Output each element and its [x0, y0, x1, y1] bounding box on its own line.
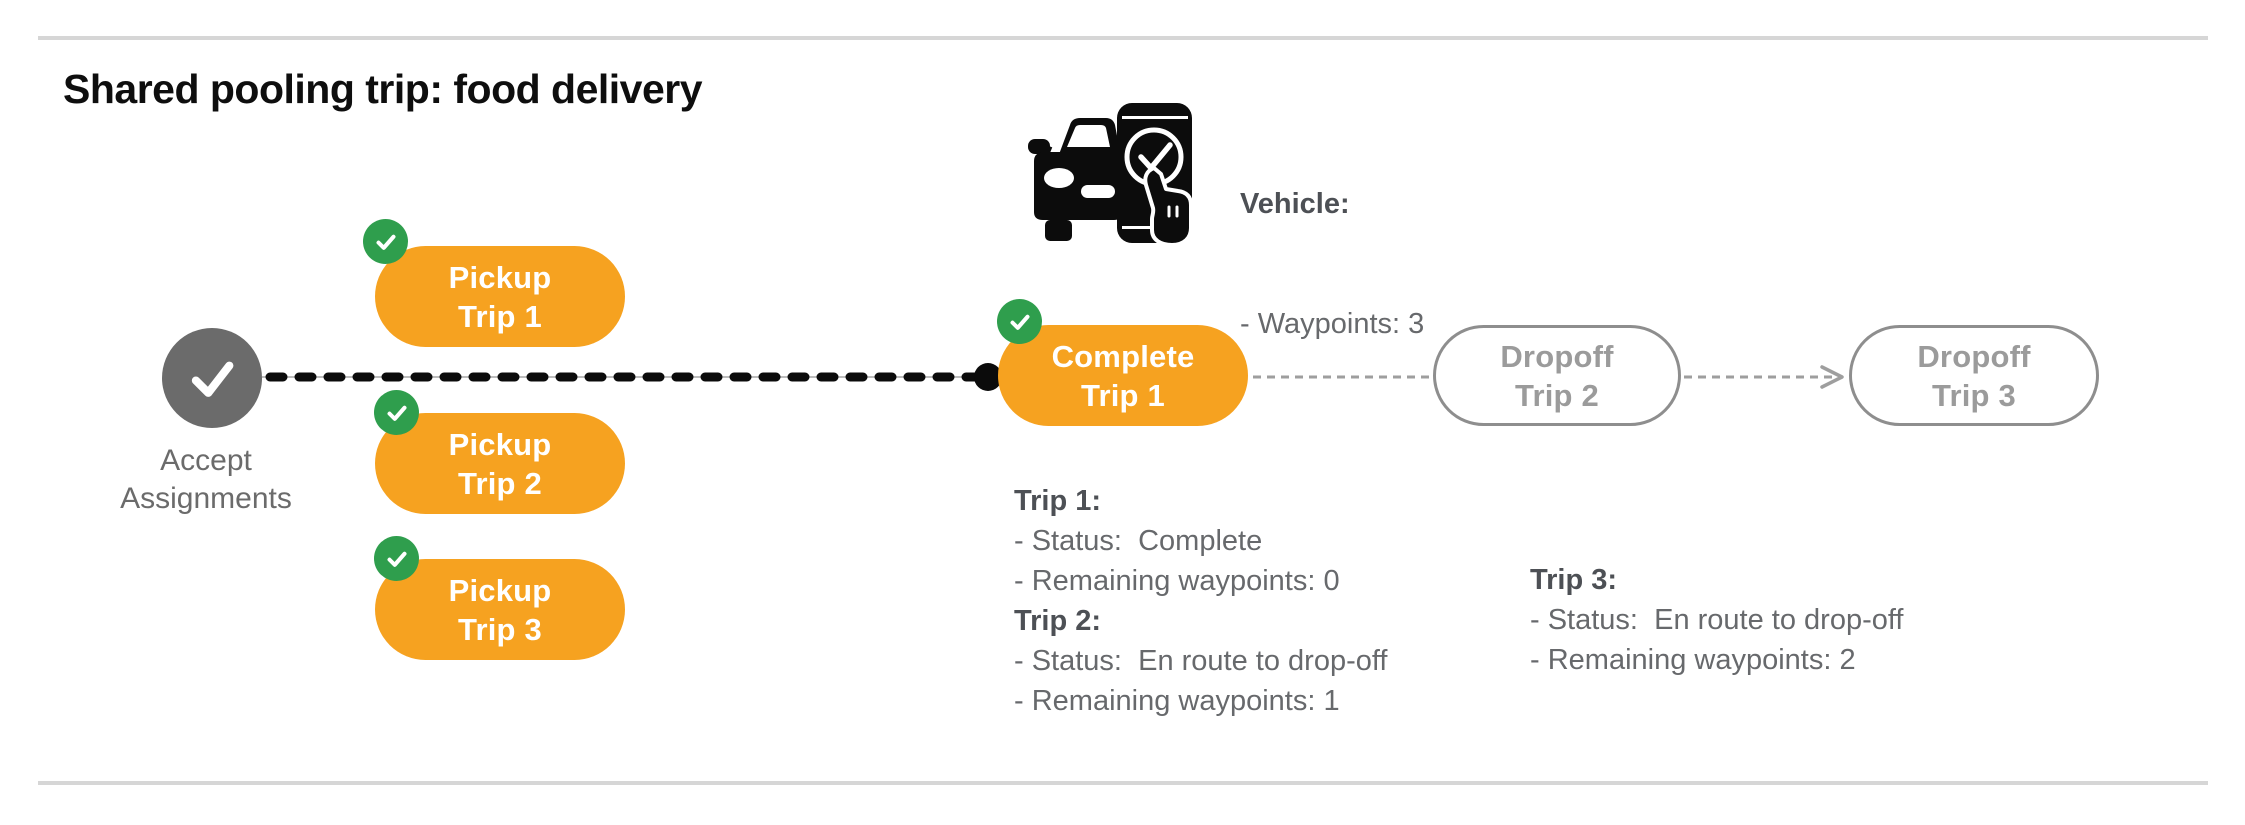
pickup-trip-3-node: Pickup Trip 3	[375, 559, 625, 660]
trip-2-status: - Status: En route to drop-off	[1014, 645, 1388, 677]
pickup-trip-1-node: Pickup Trip 1	[375, 246, 625, 347]
pickup-trip-2-node: Pickup Trip 2	[375, 413, 625, 514]
top-divider	[38, 36, 2208, 40]
check-badge-icon	[374, 390, 419, 435]
trip-2-waypoints: - Remaining waypoints: 1	[1014, 685, 1340, 717]
check-badge-icon	[374, 536, 419, 581]
complete-trip-1-node: Complete Trip 1	[998, 325, 1248, 426]
check-badge-icon	[997, 299, 1042, 344]
trip-3-status: - Status: En route to drop-off	[1530, 604, 1904, 636]
trip-1-waypoints: - Remaining waypoints: 0	[1014, 565, 1340, 597]
trip-1-2-status-block: Trip 1: - Status: Complete - Remaining w…	[1014, 481, 1387, 721]
trip-3-waypoints: - Remaining waypoints: 2	[1530, 644, 1856, 676]
trip-1-status: - Status: Complete	[1014, 525, 1263, 557]
bottom-divider	[38, 781, 2208, 785]
trip-3-status-block: Trip 3: - Status: En route to drop-off -…	[1530, 560, 1903, 680]
vehicle-waypoints: - Waypoints: 3	[1240, 308, 1425, 340]
page-title: Shared pooling trip: food delivery	[63, 66, 703, 112]
arrowhead-icon	[1820, 365, 1844, 389]
dropoff-trip-2-node: Dropoff Trip 2	[1433, 325, 1681, 426]
check-badge-icon	[363, 219, 408, 264]
trip-2-heading: Trip 2:	[1014, 605, 1102, 637]
accept-assignments-label: Accept Assignments	[120, 444, 292, 515]
check-icon	[191, 361, 234, 397]
trip-3-heading: Trip 3:	[1530, 564, 1618, 596]
vehicle-label: Vehicle:	[1240, 188, 1350, 220]
dropoff-trip-3-node: Dropoff Trip 3	[1849, 325, 2099, 426]
vehicle-info: Vehicle: - Waypoints: 3	[1240, 104, 1424, 424]
trip-1-heading: Trip 1:	[1014, 485, 1102, 517]
accept-assignments-node	[162, 328, 262, 428]
car-phone-check-icon	[1028, 103, 1193, 247]
